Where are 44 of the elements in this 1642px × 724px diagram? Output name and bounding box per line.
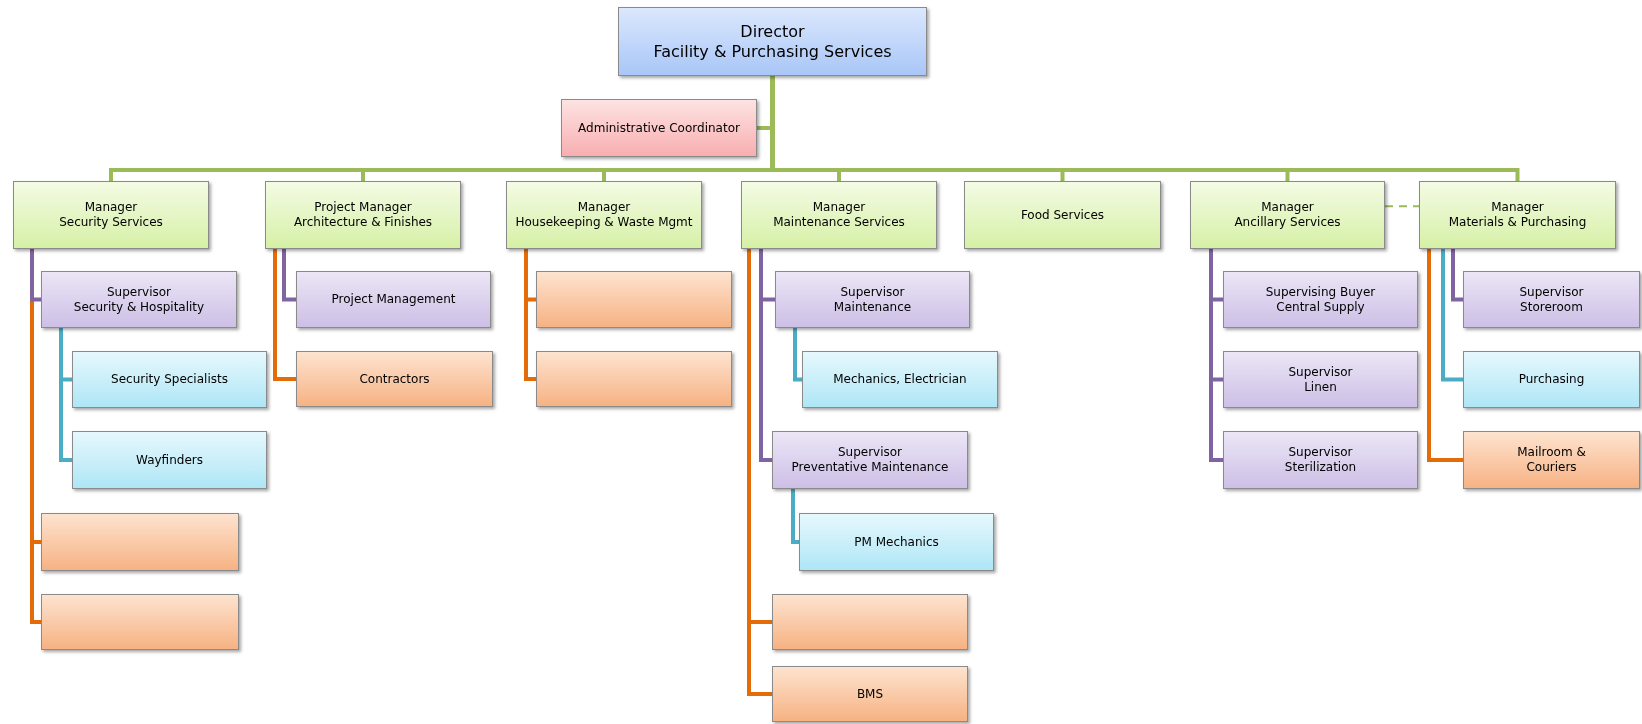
position-box: Mailroom & Couriers <box>1463 431 1640 489</box>
position-box: Supervisor Storeroom <box>1463 271 1640 328</box>
position-box <box>772 594 968 650</box>
position-box: Manager Maintenance Services <box>741 181 937 249</box>
connector-line <box>791 489 799 544</box>
position-box: Administrative Coordinator <box>561 99 757 157</box>
position-box: Supervisor Security & Hospitality <box>41 271 237 328</box>
position-box: Manager Materials & Purchasing <box>1419 181 1616 249</box>
position-box: Manager Housekeeping & Waste Mgmt <box>506 181 702 249</box>
dashed-connector <box>1384 205 1420 208</box>
position-box: Manager Ancillary Services <box>1190 181 1385 249</box>
director-box: Director Facility & Purchasing Services <box>618 7 927 76</box>
position-box: Supervising Buyer Central Supply <box>1223 271 1418 328</box>
position-box: PM Mechanics <box>799 513 994 571</box>
position-box: Food Services <box>964 181 1161 249</box>
position-box <box>536 351 732 407</box>
position-box <box>41 594 239 650</box>
connector-line <box>747 249 772 696</box>
position-box: Supervisor Sterilization <box>1223 431 1418 489</box>
position-box: Project Manager Architecture & Finishes <box>265 181 461 249</box>
position-box: Mechanics, Electrician <box>802 351 998 408</box>
connector-line <box>1441 249 1463 382</box>
position-box: Supervisor Preventative Maintenance <box>772 431 968 489</box>
position-box: Supervisor Linen <box>1223 351 1418 408</box>
connector-line <box>1451 249 1463 302</box>
connector-line <box>1427 249 1463 462</box>
position-box <box>536 271 732 328</box>
connector-line <box>524 249 536 381</box>
connector-line <box>759 249 772 462</box>
position-box: Project Management <box>296 271 491 328</box>
position-box: Contractors <box>296 351 493 407</box>
position-box: Wayfinders <box>72 431 267 489</box>
connector-line <box>30 249 41 302</box>
connector-line <box>282 249 296 302</box>
position-box: Manager Security Services <box>13 181 209 249</box>
position-box: Purchasing <box>1463 351 1640 408</box>
connector-line <box>273 249 296 381</box>
position-box: Supervisor Maintenance <box>775 271 970 328</box>
connector-line <box>1209 249 1223 462</box>
connector-line <box>793 328 802 382</box>
position-box <box>41 513 239 571</box>
position-box: BMS <box>772 666 968 722</box>
connector-line <box>59 328 72 462</box>
position-box: Security Specialists <box>72 351 267 408</box>
